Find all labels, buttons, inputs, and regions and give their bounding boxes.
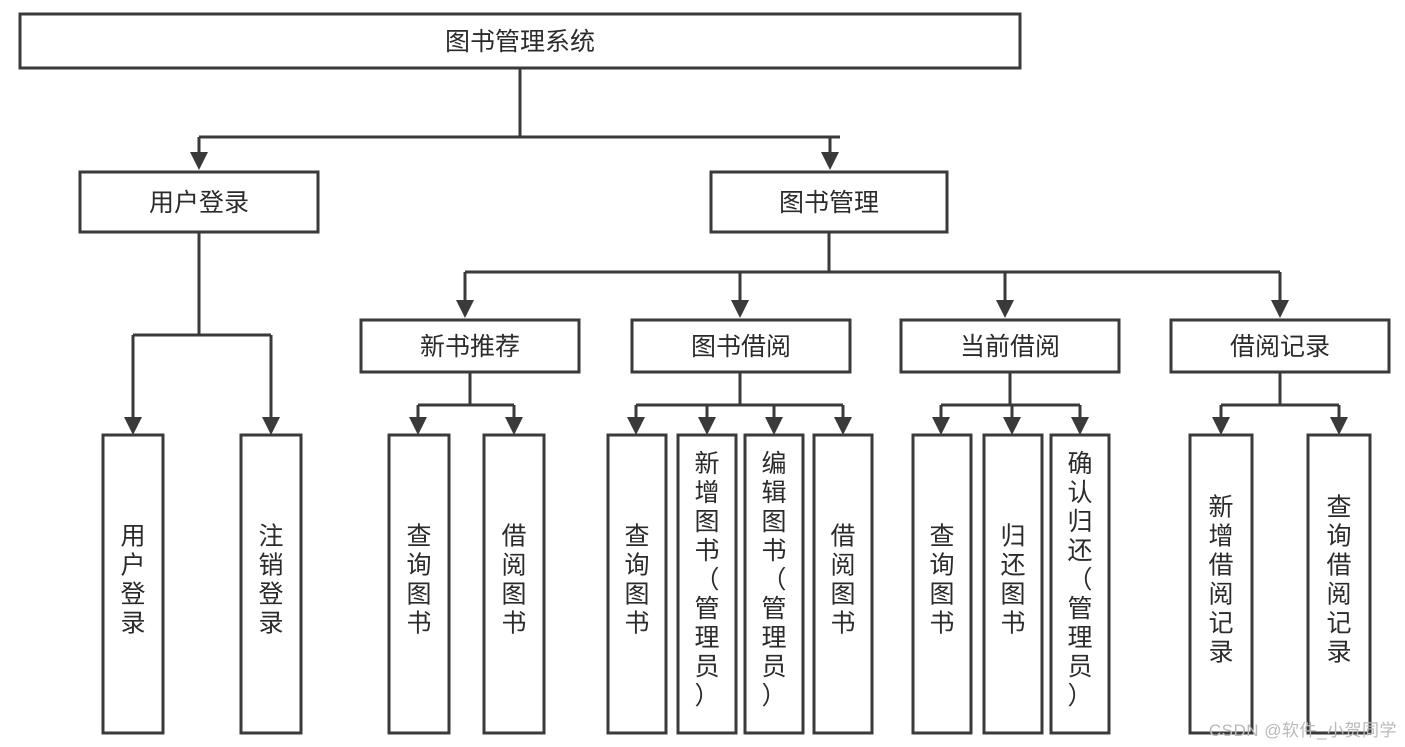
node-label-leaf-borrow-book-2: 借阅图书 [830, 523, 855, 638]
node-box-leaf-borrow-book-1 [482, 433, 546, 735]
node-label-leaf-confirm-return-admin: 确认归还（管理员） [1067, 450, 1092, 710]
node-box-leaf-query-book-3 [911, 433, 973, 735]
arrow-n2-a4 [834, 417, 852, 435]
node-leaf-edit-book-admin[interactable]: 编辑图书（管理员） [743, 433, 805, 735]
arrow-n3-a3 [1071, 417, 1089, 435]
node-book-manage[interactable]: 图书管理 [709, 170, 949, 234]
node-box-leaf-borrow-book-2 [812, 433, 874, 735]
arrow-n2-a3 [765, 417, 783, 435]
node-box-leaf-add-borrow-record [1188, 433, 1254, 735]
node-book-borrow[interactable]: 图书借阅 [630, 318, 852, 374]
node-leaf-user-login[interactable]: 用户登录 [101, 433, 165, 735]
node-box-leaf-edit-book-admin [743, 433, 805, 735]
node-box-leaf-user-login [101, 433, 165, 735]
arrow-n3-a1 [932, 417, 950, 435]
node-box-leaf-query-book-2 [606, 433, 668, 735]
node-leaf-add-borrow-record[interactable]: 新增借阅记录 [1188, 433, 1254, 735]
node-leaf-query-book-1[interactable]: 查询图书 [387, 433, 451, 735]
node-label-leaf-query-borrow-record: 查询借阅记录 [1326, 494, 1351, 667]
node-box-leaf-add-book-admin [676, 433, 738, 735]
node-box-new-book-recommend [359, 318, 581, 374]
node-label-user-login: 用户登录 [149, 189, 249, 217]
arrow-to-borrow-record [1271, 300, 1289, 318]
arrow-to-new-book-recommend [456, 300, 474, 318]
node-box-leaf-query-book-1 [387, 433, 451, 735]
arrow-n2-a2 [698, 417, 716, 435]
node-leaf-query-borrow-record[interactable]: 查询借阅记录 [1306, 433, 1372, 735]
node-box-leaf-confirm-return-admin [1049, 433, 1111, 735]
node-label-leaf-query-book-3: 查询图书 [929, 523, 954, 638]
node-label-leaf-return-book: 归还图书 [1000, 523, 1025, 638]
node-label-leaf-logout-login: 注销登录 [258, 523, 283, 638]
arrow-to-current-borrow [996, 300, 1014, 318]
node-box-borrow-record [1169, 318, 1391, 374]
arrow-n2-a1 [627, 417, 645, 435]
node-box-leaf-query-borrow-record [1306, 433, 1372, 735]
node-leaf-query-book-3[interactable]: 查询图书 [911, 433, 973, 735]
node-label-borrow-record: 借阅记录 [1230, 333, 1330, 361]
node-user-login[interactable]: 用户登录 [78, 170, 320, 234]
node-label-leaf-add-book-admin: 新增图书（管理员） [694, 450, 719, 710]
node-label-leaf-query-book-1: 查询图书 [406, 523, 431, 638]
node-label-book-manage: 图书管理 [779, 189, 879, 217]
node-new-book-recommend[interactable]: 新书推荐 [359, 318, 581, 374]
node-root[interactable]: 图书管理系统 [18, 12, 1022, 70]
arrowheads-layer [124, 152, 1348, 435]
node-box-current-borrow [899, 318, 1121, 374]
node-leaf-borrow-book-1[interactable]: 借阅图书 [482, 433, 546, 735]
node-box-leaf-return-book [982, 433, 1044, 735]
node-label-leaf-add-borrow-record: 新增借阅记录 [1208, 494, 1233, 667]
node-leaf-return-book[interactable]: 归还图书 [982, 433, 1044, 735]
node-leaf-borrow-book-2[interactable]: 借阅图书 [812, 433, 874, 735]
arrow-to-leaf-logout [262, 417, 280, 435]
node-label-leaf-borrow-book-1: 借阅图书 [501, 523, 526, 638]
csdn-watermark: CSDN @软件_小贺同学 [1208, 721, 1397, 740]
node-label-new-book-recommend: 新书推荐 [420, 333, 520, 361]
node-leaf-query-book-2[interactable]: 查询图书 [606, 433, 668, 735]
node-leaf-logout-login[interactable]: 注销登录 [239, 433, 303, 735]
node-label-leaf-query-book-2: 查询图书 [624, 523, 649, 638]
node-borrow-record[interactable]: 借阅记录 [1169, 318, 1391, 374]
node-box-user-login [78, 170, 320, 234]
node-box-root [18, 12, 1022, 70]
node-label-leaf-user-login: 用户登录 [120, 523, 145, 638]
arrow-to-leaf-user-login [124, 417, 142, 435]
arrow-n1-a1 [409, 417, 427, 435]
node-label-book-borrow: 图书借阅 [691, 333, 791, 361]
arrow-n3-a2 [1003, 417, 1021, 435]
nodes-layer: 图书管理系统用户登录图书管理新书推荐图书借阅当前借阅借阅记录用户登录注销登录查询… [18, 12, 1391, 735]
arrow-to-book-manage [821, 152, 839, 170]
node-box-book-manage [709, 170, 949, 234]
node-label-leaf-edit-book-admin: 编辑图书（管理员） [761, 450, 786, 710]
node-leaf-add-book-admin[interactable]: 新增图书（管理员） [676, 433, 738, 735]
node-box-leaf-logout-login [239, 433, 303, 735]
node-label-root: 图书管理系统 [445, 28, 595, 56]
arrow-to-user-login [190, 152, 208, 170]
node-box-book-borrow [630, 318, 852, 374]
arrow-n4-a2 [1330, 417, 1348, 435]
arrow-n4-a1 [1212, 417, 1230, 435]
node-current-borrow[interactable]: 当前借阅 [899, 318, 1121, 374]
arrow-n1-a2 [505, 417, 523, 435]
node-label-current-borrow: 当前借阅 [960, 333, 1060, 361]
arrow-to-book-borrow [731, 300, 749, 318]
node-leaf-confirm-return-admin[interactable]: 确认归还（管理员） [1049, 433, 1111, 735]
